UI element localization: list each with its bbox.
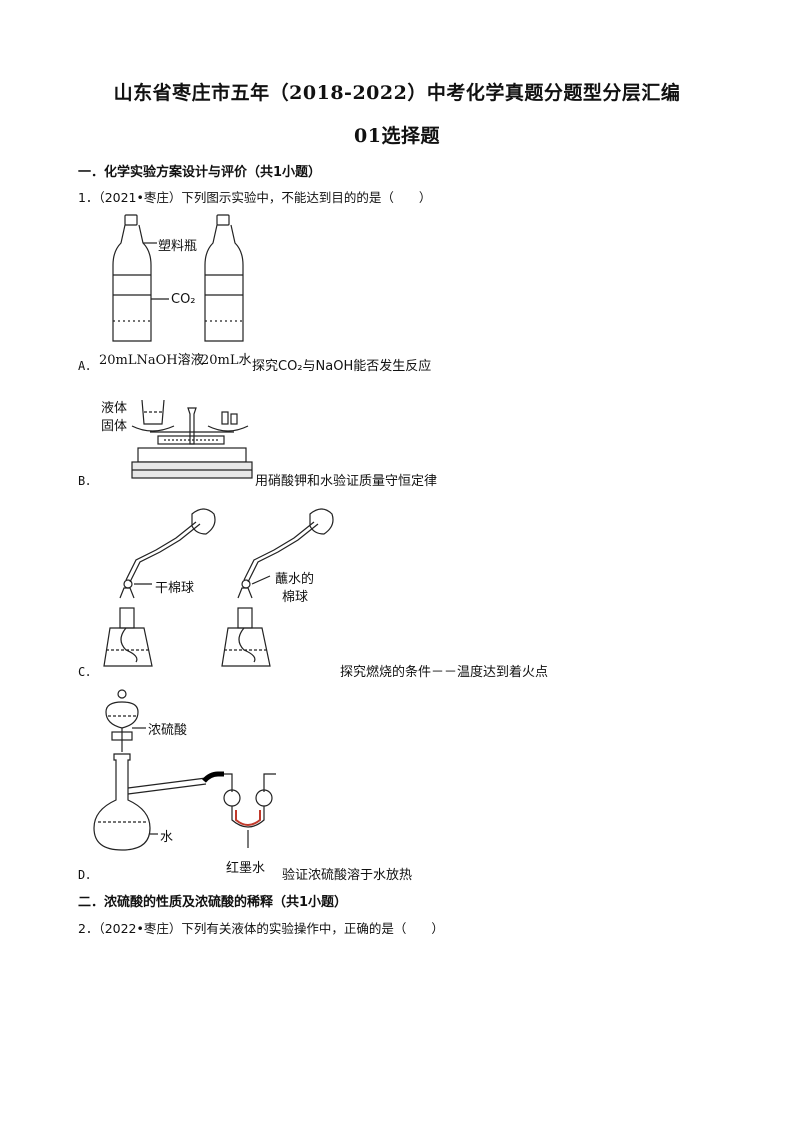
label-co2: CO₂ <box>171 292 196 307</box>
label-dry-cotton: 干棉球 <box>155 581 195 596</box>
label-liquid: 液体 <box>101 401 128 416</box>
label-wet-cotton-2: 棉球 <box>282 590 309 605</box>
figure-a-bottles <box>112 214 244 342</box>
question-2: 2．（2022•枣庄）下列有关液体的实验操作中，正确的是（ ） <box>78 921 444 936</box>
label-water: 水 <box>160 830 174 845</box>
option-caption-d: 验证浓硫酸溶于水放热 <box>282 868 413 883</box>
label-plastic-bottle: 塑料瓶 <box>158 239 198 254</box>
label-conc-sulfuric-acid: 浓硫酸 <box>148 723 188 738</box>
document-subtitle: 01选择题 <box>354 125 440 147</box>
label-red-ink: 红墨水 <box>226 861 266 876</box>
figure-b-balance <box>131 399 253 479</box>
option-letter-c: C． <box>78 665 98 679</box>
label-naoh-solution: 20mLNaOH溶液 <box>99 353 204 368</box>
figure-d-apparatus <box>93 689 276 851</box>
section-heading-2: 二．浓硫酸的性质及浓硫酸的稀释（共1小题） <box>78 895 348 910</box>
label-water-20ml: 20mL水 <box>201 353 252 368</box>
option-caption-b: 用硝酸钾和水验证质量守恒定律 <box>255 474 438 489</box>
label-solid: 固体 <box>101 419 128 434</box>
figure-c-combustion <box>103 508 334 667</box>
option-letter-b: B． <box>78 474 98 488</box>
document-title: 山东省枣庄市五年（2018-2022）中考化学真题分题型分层汇编 <box>113 82 681 104</box>
option-caption-c: 探究燃烧的条件－－温度达到着火点 <box>340 665 549 680</box>
option-letter-a: A． <box>78 359 98 373</box>
label-wet-cotton-1: 蘸水的 <box>275 572 315 587</box>
question-1: 1．（2021•枣庄）下列图示实验中，不能达到目的的是（ ） <box>78 190 432 205</box>
section-heading-1: 一．化学实验方案设计与评价（共1小题） <box>78 165 322 180</box>
option-caption-a: 探究CO₂与NaOH能否发生反应 <box>252 359 432 374</box>
option-letter-d: D． <box>78 868 98 882</box>
